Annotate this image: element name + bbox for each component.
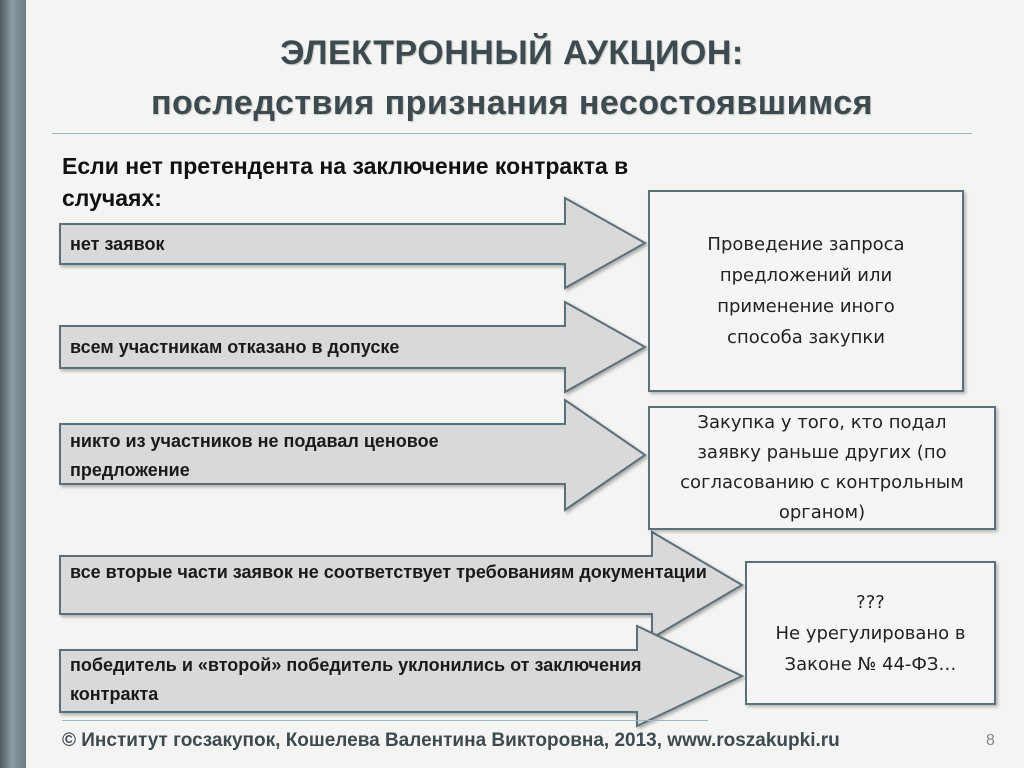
outcome-box-unregulated: ??? Не урегулировано в Законе № 44-ФЗ… — [745, 561, 996, 705]
case-arrow-5 — [59, 624, 745, 728]
case-arrow-4 — [59, 530, 744, 640]
case-label-1: нет заявок — [70, 234, 165, 254]
case-label-5: победитель и «второй» победитель уклонил… — [70, 655, 642, 704]
outcome-box-earliest-bid: Закупка у того, кто подал заявку раньше … — [648, 406, 996, 530]
case-arrow-3 — [59, 398, 647, 512]
case-label-2: всем участникам отказано в допуске — [70, 337, 400, 357]
title-divider — [52, 133, 972, 134]
slide-title: ЭЛЕКТРОННЫЙ АУКЦИОН: — [280, 34, 744, 72]
left-accent-bar — [0, 0, 26, 768]
case-arrow-1 — [59, 196, 648, 290]
slide-subtitle: последствия признания несостоявшимся — [151, 84, 873, 122]
footer-copyright: © Институт госзакупок, Кошелева Валентин… — [62, 730, 840, 751]
case-label-4: все вторые части заявок не соответствует… — [70, 562, 707, 582]
case-arrow-2 — [59, 300, 648, 394]
case-label-3: никто из участников не подавал ценовое п… — [70, 431, 439, 480]
page-number: 8 — [986, 732, 995, 749]
footer-divider — [62, 720, 708, 721]
intro-text: Если нет претендента на заключение контр… — [62, 153, 629, 211]
outcome-box-request: Проведение запроса предложений или приме… — [648, 190, 964, 392]
